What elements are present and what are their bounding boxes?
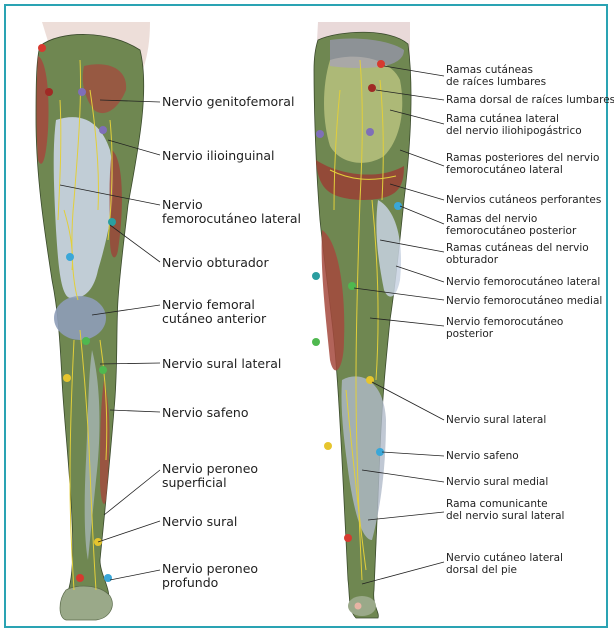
posterior-leg [312, 22, 444, 618]
anterior-foot [60, 586, 112, 620]
label-line: de raíces lumbares [446, 76, 546, 88]
label-peroneo-profundo: Nervio peroneo profundo [162, 562, 258, 591]
label-genitofemoral: Nervio genitofemoral [162, 95, 294, 109]
label-line: posterior [446, 328, 563, 340]
label-sural-lateral-post: Nervio sural lateral [446, 414, 546, 426]
label-ilioinguinal: Nervio ilioinguinal [162, 149, 275, 163]
label-ramas-obturador: Ramas cutáneas del nervio obturador [446, 242, 589, 266]
label-line: Rama comunicante [446, 498, 564, 510]
label-line: Nervio sural lateral [446, 414, 546, 426]
label-line: Nervio [162, 198, 301, 212]
label-cutaneos-perforantes: Nervios cutáneos perforantes [446, 194, 601, 206]
anterior-leg [36, 22, 160, 620]
dot-posterior-13 [355, 603, 362, 610]
label-peroneo-superficial: Nervio peroneo superficial [162, 462, 258, 491]
dot-posterior-10 [324, 442, 332, 450]
label-line: Nervio femoral [162, 298, 266, 312]
label-line: Nervios cutáneos perforantes [446, 194, 601, 206]
dot-anterior-4 [99, 126, 107, 134]
label-line: cutáneo anterior [162, 312, 266, 326]
label-line: Nervio femorocutáneo [446, 316, 563, 328]
label-line: Ramas del nervio [446, 213, 576, 225]
label-line: Nervio safeno [446, 450, 519, 462]
label-line: Rama dorsal de raíces lumbares [446, 94, 614, 106]
label-line: del nervio iliohipogástrico [446, 125, 582, 137]
label-line: Nervio femorocutáneo medial [446, 295, 602, 307]
label-line: femorocutáneo lateral [446, 164, 600, 176]
label-ramas-cutaneas-lumbares: Ramas cutáneas de raíces lumbares [446, 64, 546, 88]
dot-anterior-5 [108, 218, 116, 226]
label-sural-medial: Nervio sural medial [446, 476, 548, 488]
label-line: Nervio peroneo [162, 462, 258, 476]
label-rama-dorsal-lumbares: Rama dorsal de raíces lumbares [446, 94, 614, 106]
label-sural: Nervio sural [162, 515, 237, 529]
label-line: Nervio femorocutáneo lateral [446, 276, 600, 288]
dot-anterior-7 [82, 337, 90, 345]
label-line: Ramas posteriores del nervio [446, 152, 600, 164]
label-femoral-cutaneo-anterior: Nervio femoral cutáneo anterior [162, 298, 266, 327]
dot-anterior-12 [104, 574, 112, 582]
label-femorocutaneo-lateral: Nervio femorocutáneo lateral [162, 198, 301, 227]
dot-posterior-4 [366, 128, 374, 136]
label-line: Nervio ilioinguinal [162, 149, 275, 163]
label-femorocutaneo-medial: Nervio femorocutáneo medial [446, 295, 602, 307]
label-line: femorocutáneo lateral [162, 212, 301, 226]
label-cutaneo-dorsal-pie: Nervio cutáneo lateral dorsal del pie [446, 552, 563, 576]
label-femorocutaneo-posterior: Nervio femorocutáneo posterior [446, 316, 563, 340]
dot-posterior-7 [348, 282, 356, 290]
label-line: Nervio sural medial [446, 476, 548, 488]
dot-anterior-1 [38, 44, 46, 52]
dot-posterior-8 [312, 338, 320, 346]
label-safeno-post: Nervio safeno [446, 450, 519, 462]
posterior-heel [348, 596, 376, 616]
label-line: Nervio sural lateral [162, 357, 281, 371]
label-rama-comunicante: Rama comunicante del nervio sural latera… [446, 498, 564, 522]
label-sural-lateral-ant: Nervio sural lateral [162, 357, 281, 371]
dot-posterior-12 [344, 534, 352, 542]
dot-posterior-2 [368, 84, 376, 92]
label-line: Ramas cutáneas [446, 64, 546, 76]
label-line: Rama cutánea lateral [446, 113, 582, 125]
label-line: femorocutáneo posterior [446, 225, 576, 237]
dot-anterior-9 [99, 366, 107, 374]
label-line: Nervio sural [162, 515, 237, 529]
label-line: Nervio safeno [162, 406, 249, 420]
dot-anterior-11 [76, 574, 84, 582]
label-line: Nervio genitofemoral [162, 95, 294, 109]
label-safeno-ant: Nervio safeno [162, 406, 249, 420]
label-line: del nervio sural lateral [446, 510, 564, 522]
label-line: profundo [162, 576, 258, 590]
dot-anterior-8 [63, 374, 71, 382]
label-ramas-posteriores-femorocutaneo: Ramas posteriores del nervio femorocután… [446, 152, 600, 176]
dot-posterior-6 [312, 272, 320, 280]
dot-anterior-3 [78, 88, 86, 96]
label-line: dorsal del pie [446, 564, 563, 576]
label-line: superficial [162, 476, 258, 490]
label-femorocutaneo-lateral-post: Nervio femorocutáneo lateral [446, 276, 600, 288]
label-line: Nervio cutáneo lateral [446, 552, 563, 564]
label-line: obturador [446, 254, 589, 266]
label-line: Nervio peroneo [162, 562, 258, 576]
label-rama-iliohipogastrico: Rama cutánea lateral del nervio iliohipo… [446, 113, 582, 137]
label-ramas-femorocutaneo-posterior: Ramas del nervio femorocutáneo posterior [446, 213, 576, 237]
label-obturador: Nervio obturador [162, 256, 269, 270]
label-line: Ramas cutáneas del nervio [446, 242, 589, 254]
dot-anterior-2 [45, 88, 53, 96]
dot-posterior-3 [316, 130, 324, 138]
label-line: Nervio obturador [162, 256, 269, 270]
dot-anterior-6 [66, 253, 74, 261]
dot-posterior-1 [377, 60, 385, 68]
